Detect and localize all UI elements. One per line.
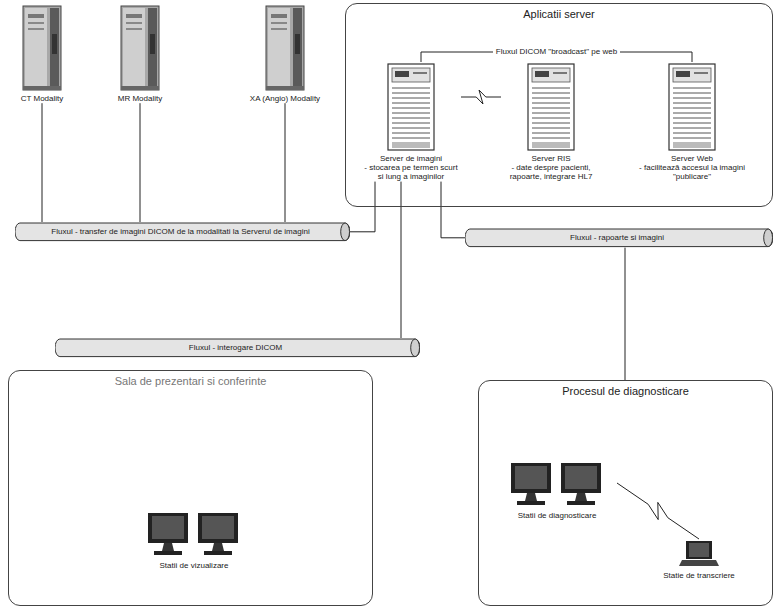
connector-line [441,182,465,238]
device-label: XA (Angio) Modality [250,94,320,103]
connector-line [617,483,699,539]
modality-unit: CT Modality [2,4,82,103]
laptop-station: Statie de transcriere [649,539,749,580]
connector-line [285,103,286,222]
monitors-icon [144,511,244,559]
device-label: Statie de transcriere [663,571,735,580]
device-label: Statii de diagnosticare [518,511,597,520]
group-title: Sala de prezentari si conferinte [9,371,372,388]
monitors-icon [507,461,607,509]
server-group: Aplicatii serverServer de imagini- stoca… [345,3,773,207]
connector-line [42,103,43,222]
connector-line [461,90,501,104]
server-unit: Server de imagini- stocarea pe termen sc… [361,62,461,182]
connector-line [140,103,141,222]
tower-icon [263,4,307,92]
laptop-icon [678,539,720,569]
server-icon [386,62,436,152]
device-label: MR Modality [118,94,162,103]
workstation-pair: Statii de diagnosticare [497,461,617,520]
group-title: Aplicatii server [346,4,772,21]
data-flow-pipe: Fluxul - transfer de imagini DICOM de la… [15,222,350,242]
device-label: Server RIS [531,154,570,163]
process-region: Procesul de diagnosticareStatii de diagn… [478,380,773,606]
flow-label: Fluxul - rapoarte si imagini [479,233,755,243]
connector-line [625,248,626,380]
modality-unit: MR Modality [100,4,180,103]
server-unit: Server Web- facilitează accesul la imagi… [636,62,748,182]
data-flow-pipe: Fluxul - rapoarte si imagini [465,228,773,248]
server-icon [667,62,717,152]
edge-label: Fluxul DICOM "broadcast" pe web [493,47,620,57]
server-icon [526,62,576,152]
device-description: - date despre pacienti, rapoarte, integr… [501,163,601,181]
server-unit: Server RIS- date despre pacienti, rapoar… [501,62,601,182]
device-label: Statii de vizualizare [160,561,229,570]
device-label: CT Modality [21,94,64,103]
device-description: - stocarea pe termen scurt si lung a ima… [361,163,461,181]
device-description: - facilitează accesul la imagini "public… [636,163,748,181]
device-label: Server de imagini [380,154,442,163]
modality-unit: XA (Angio) Modality [240,4,330,103]
device-label: Server Web [671,154,713,163]
tower-icon [20,4,64,92]
group-title: Procesul de diagnosticare [479,381,772,398]
flow-label: Fluxul - interogare DICOM [69,343,402,353]
flow-label: Fluxul - transfer de imagini DICOM de la… [29,227,332,237]
workstation-pair: Statii de vizualizare [134,511,254,570]
data-flow-pipe: Fluxul - interogare DICOM [55,338,420,358]
tower-icon [118,4,162,92]
room-region: Sala de prezentari si conferinteStatii d… [8,370,373,606]
connector-line [401,182,402,338]
